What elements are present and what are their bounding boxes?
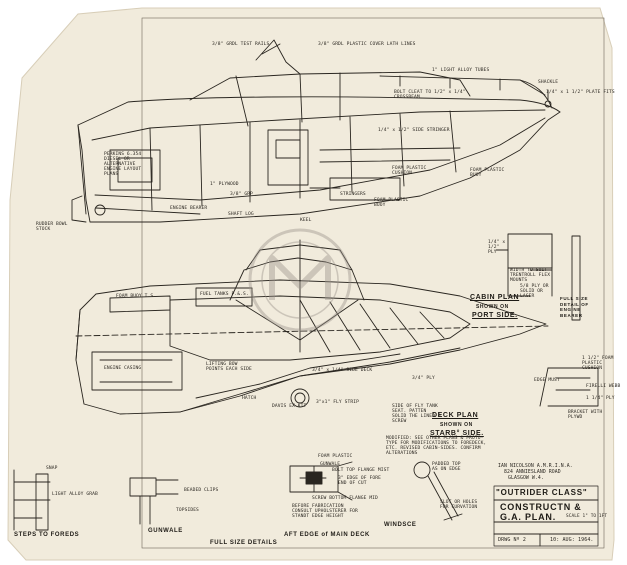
full-size-details-heading: FULL SIZE DETAILS xyxy=(210,540,278,546)
paper-sheet xyxy=(7,7,615,561)
deck-plan xyxy=(75,279,549,415)
label-slot-holes: SLOT OR HOLES FOR CURVATION xyxy=(440,500,478,510)
class-name: "OUTRIDER CLASS" xyxy=(496,488,588,497)
label-cover-lath: 3/8" GRDL PLASTIC COVER LATH LINES xyxy=(318,42,416,47)
label-lifting-bow: LIFTING BOW POINTS EACH SIDE xyxy=(206,362,252,372)
label-bolt-cleat: BOLT CLEAT TO 1/2" x 1/4" CROSSBEAM xyxy=(394,90,466,100)
label-tubes: 1" LIGHT ALLOY TUBES xyxy=(432,68,490,73)
label-ply-solid: 5/8 PLY OR SOLID OR LAGER xyxy=(520,284,549,299)
label-foam-buoy-deck: FOAM BUOY T.S. xyxy=(116,294,157,299)
label-modified-note: MODIFIED: SEE OTHER PLANS & PROTO-TYPE F… xyxy=(386,436,487,456)
label-ply-deck: 3/4" PLY xyxy=(412,376,435,381)
cabin-plan-subheading: SHOWN ON xyxy=(476,304,509,310)
label-padded-top: PADDED TOP AS ON EDGE xyxy=(432,462,461,472)
label-plywood: 1" PLYWOOD xyxy=(210,182,239,187)
label-shackle: SHACKLE xyxy=(538,80,559,85)
label-davis: DAVIS EX KIT xyxy=(272,404,307,409)
label-edge: 3" EDGE OF FORE END OF CUT xyxy=(338,476,381,486)
windsce-heading: WINDSCE xyxy=(384,522,417,528)
label-gunwale-detail: GUNWALE xyxy=(320,462,341,467)
deck-plan-heading: DECK PLAN xyxy=(432,412,479,419)
label-topsides: TOPSIDES xyxy=(176,508,199,513)
label-edge-must: EDGE MUST xyxy=(534,378,560,383)
cabin-plan-heading: CABIN PLAN xyxy=(470,294,520,301)
gunwale-heading: GUNWALE xyxy=(148,528,183,534)
title-block-frame xyxy=(493,485,599,547)
designer-address-2: GLASGOW W.4. xyxy=(508,476,544,481)
title-line-2: G.A. PLAN. xyxy=(500,512,557,522)
label-grab: LIGHT ALLOY GRAB xyxy=(52,492,98,497)
engine-bearer-detail xyxy=(495,233,581,321)
watermark-seal xyxy=(248,228,352,332)
label-keel: KEEL xyxy=(300,218,312,223)
profile-hull xyxy=(71,39,561,223)
drawing-border xyxy=(141,17,605,549)
label-fabrication-note: BEFORE FABRICATION CONSULT UPHOLSTERER F… xyxy=(292,504,358,519)
label-foam-cushion: 1 1/2" FOAM PLASTIC CUSHION xyxy=(582,356,614,371)
label-stringers: STRINGERS xyxy=(340,192,366,197)
label-ply-seat: 1 1/4" PLY xyxy=(586,396,615,401)
label-hatch: HATCH xyxy=(242,396,257,401)
designer-name: IAN NICOLSON A.M.R.I.N.A. xyxy=(498,464,573,469)
label-shaft-log: SHAFT LOG xyxy=(228,212,254,217)
label-snap: SNAP xyxy=(46,466,58,471)
label-rails: 3/8" GRDL TEST RAILS xyxy=(212,42,270,47)
drawing-date: 10: AUG: 1964. xyxy=(550,537,594,543)
label-ply-bearer: 1/4" x 1/2" PLY xyxy=(488,240,506,255)
label-cushion: FOAM PLASTIC CUSHION xyxy=(392,166,427,176)
label-width-mounts: WIDTH TO SUIT TRENTROLL FLEX MOUNTS xyxy=(510,268,551,283)
label-foam-plastic-detail: FOAM PLASTIC xyxy=(318,454,353,459)
seat-detail xyxy=(539,367,599,407)
scale-note: SCALE 1" TO 1FT xyxy=(566,514,608,519)
label-side-deck: 3/4" x 1/4" SIDE DECK xyxy=(312,368,373,373)
steps-detail xyxy=(13,469,51,531)
label-engine-bearer: ENGINE BEARER xyxy=(170,206,208,211)
label-fuel-tanks: FUEL TANKS P.&.S. xyxy=(200,292,249,297)
label-screw-bottom: SCREW BOTTOM FLANGE MID xyxy=(312,496,378,501)
deck-plan-subheading: SHOWN ON xyxy=(440,422,473,428)
steps-heading: STEPS TO FOREDS xyxy=(14,532,80,538)
designer-address-1: 824 ANNIESLAND ROAD xyxy=(504,470,561,475)
label-rudder: RUDDER BOWL STOCK xyxy=(36,222,68,232)
aft-edge-heading: AFT EDGE of MAIN DECK xyxy=(284,532,370,538)
label-foam-buoy-aft: FOAM PLASTIC BUOY xyxy=(470,168,505,178)
label-engine-casing: ENGINE CASING xyxy=(104,366,142,371)
label-plate: 1/4" x 1 1/2" PLATE FITS xyxy=(546,90,615,95)
label-fly-tank: SIDE OF FLY TANK SEAT. PATTEN SOLID THE … xyxy=(392,404,441,424)
hull-section xyxy=(229,239,365,353)
label-pirelli: FIRELLI WEBB xyxy=(586,384,621,389)
label-beaded-clips: BEADED CLIPS xyxy=(184,488,219,493)
label-bracket: BRACKET WITH PLYWD xyxy=(568,410,603,420)
deck-plan-side: STARB° SIDE. xyxy=(430,430,484,437)
cabin-plan-side: PORT SIDE. xyxy=(472,312,518,319)
label-grp: 3/8" GRP xyxy=(230,192,253,197)
label-fly-strip: 3"x1" FLY STRIP xyxy=(316,400,359,405)
label-side-stringer: 1/4" x 1/2" SIDE STRINGER xyxy=(378,128,450,133)
engine-bearer-heading: FULL SIZE DETAIL OF ENGINE BEARER xyxy=(560,296,589,318)
title-line-1: CONSTRUCTN & xyxy=(500,502,582,512)
label-bolt-top: BOLT TOP FLANGE MIST xyxy=(332,468,390,473)
drawing-number: DRWG Nº 2 xyxy=(498,537,526,543)
windscreen-detail xyxy=(413,461,463,521)
gunwale-detail xyxy=(129,477,179,525)
aft-edge-detail xyxy=(289,461,353,501)
label-engine: PERKINS 6.354 DIESEL OR ALTERNATIVE ENGI… xyxy=(104,152,142,177)
label-foam-buoy-fwd: FOAM PLASTIC BUOY xyxy=(374,198,409,208)
